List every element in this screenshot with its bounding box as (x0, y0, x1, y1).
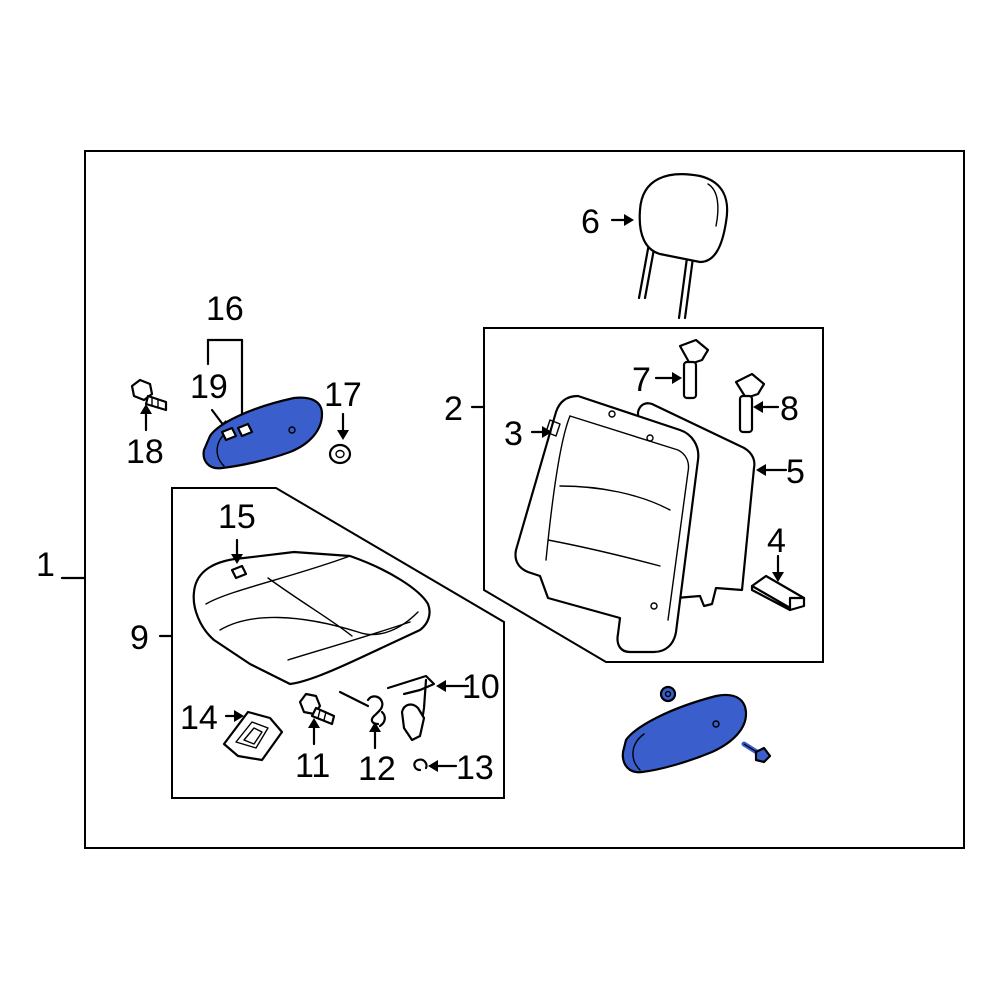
callout-5[interactable]: 5 (786, 453, 805, 491)
seat-back-frame (483, 327, 824, 663)
callout-11[interactable]: 11 (295, 747, 330, 785)
callout-13[interactable]: 13 (456, 749, 494, 787)
headrest-guide-part-7[interactable] (678, 338, 710, 400)
callout-8[interactable]: 8 (780, 390, 799, 428)
callout-6[interactable]: 6 (581, 203, 600, 241)
callout-9[interactable]: 9 (130, 619, 149, 657)
spring-part-12[interactable] (338, 690, 386, 728)
pad-part-4[interactable] (750, 574, 806, 612)
bolt-part-18[interactable] (130, 378, 168, 412)
headrest-part[interactable] (637, 173, 729, 320)
seat-cushion-frame (171, 487, 505, 799)
callout-7[interactable]: 7 (632, 361, 651, 399)
cover-plate-part-14[interactable] (222, 710, 284, 762)
callout-14[interactable]: 14 (180, 699, 218, 737)
armrest-body[interactable] (202, 396, 324, 470)
seat-back-cover-part[interactable] (514, 394, 700, 654)
callout-3[interactable]: 3 (504, 415, 523, 453)
armrest-assembly-lower[interactable] (621, 685, 772, 774)
callout-1[interactable]: 1 (36, 546, 55, 584)
callout-17[interactable]: 17 (324, 376, 362, 414)
callout-15[interactable]: 15 (218, 498, 256, 536)
armrest-washer[interactable] (659, 685, 677, 703)
callout-10[interactable]: 10 (462, 668, 500, 706)
armrest-bolt[interactable] (741, 741, 772, 764)
callout-4[interactable]: 4 (767, 522, 786, 560)
hinge-part-10[interactable] (386, 674, 436, 742)
callout-16[interactable]: 16 (206, 290, 244, 328)
washer-part-17[interactable] (328, 443, 352, 465)
callout-12[interactable]: 12 (358, 750, 396, 788)
seat-cushion-part[interactable] (192, 550, 431, 686)
callout-2[interactable]: 2 (444, 390, 463, 428)
clip-part-13[interactable] (413, 758, 428, 772)
armrest-body-lower[interactable] (621, 693, 748, 774)
callout-19[interactable]: 19 (190, 368, 228, 406)
assembly-frame (84, 150, 965, 849)
bolt-part-11[interactable] (298, 692, 336, 726)
headrest-guide-part-8[interactable] (734, 372, 766, 434)
callout-18[interactable]: 18 (126, 433, 164, 471)
armrest-part-highlighted[interactable] (202, 396, 324, 470)
